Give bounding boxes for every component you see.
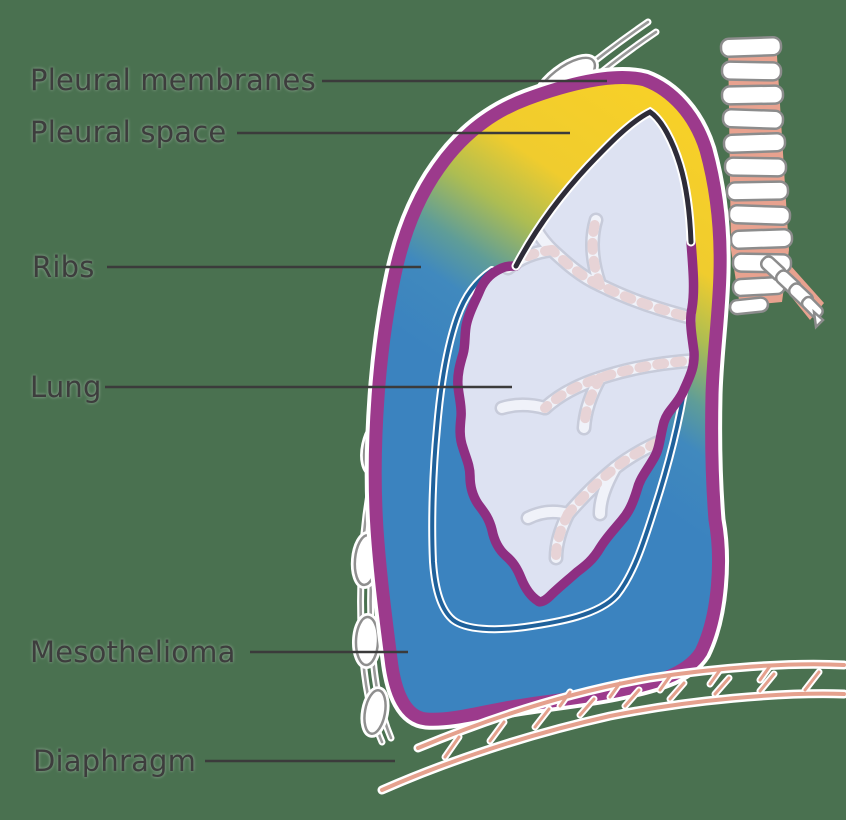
label-lung: Lung [30, 370, 102, 404]
trachea-and-bronchus [719, 35, 825, 330]
diaphragm [377, 659, 846, 795]
visceral-pleura-line [428, 244, 697, 634]
leader-lines [105, 79, 607, 763]
label-pleural-space: Pleural space [30, 115, 227, 149]
lung-outline-purple [453, 237, 699, 607]
label-mesothelioma: Mesothelioma [30, 635, 236, 669]
label-diaphragm: Diaphragm [33, 744, 197, 778]
label-pleural-membranes: Pleural membranes [30, 63, 316, 97]
label-ribs: Ribs [32, 250, 95, 284]
lung-body [457, 112, 695, 602]
